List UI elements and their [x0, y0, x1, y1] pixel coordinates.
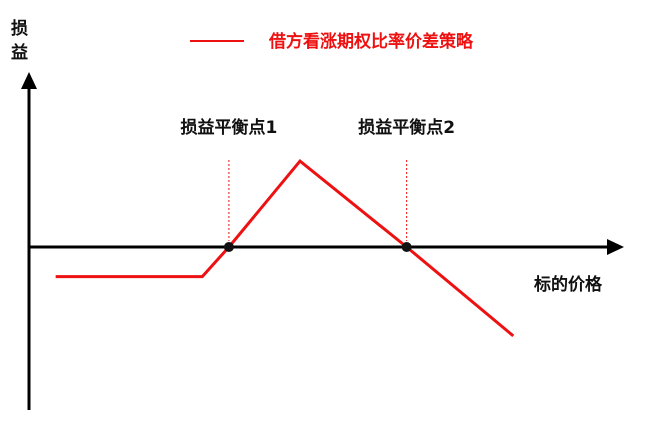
x-axis-arrow-icon [607, 239, 624, 255]
y-axis-label-char-1: 损 [11, 18, 28, 39]
breakeven-label-2: 损益平衡点2 [358, 117, 455, 138]
breakeven-point-2 [401, 242, 412, 252]
legend-label: 借方看涨期权比率价差策略 [268, 31, 474, 52]
y-axis-arrow-icon [21, 72, 37, 89]
series-line [55, 158, 515, 338]
x-axis-label: 标的价格 [534, 274, 603, 295]
breakeven-label-1: 损益平衡点1 [181, 117, 278, 138]
breakeven-point-1 [223, 242, 234, 252]
y-axis-label-char-2: 益 [11, 42, 28, 63]
